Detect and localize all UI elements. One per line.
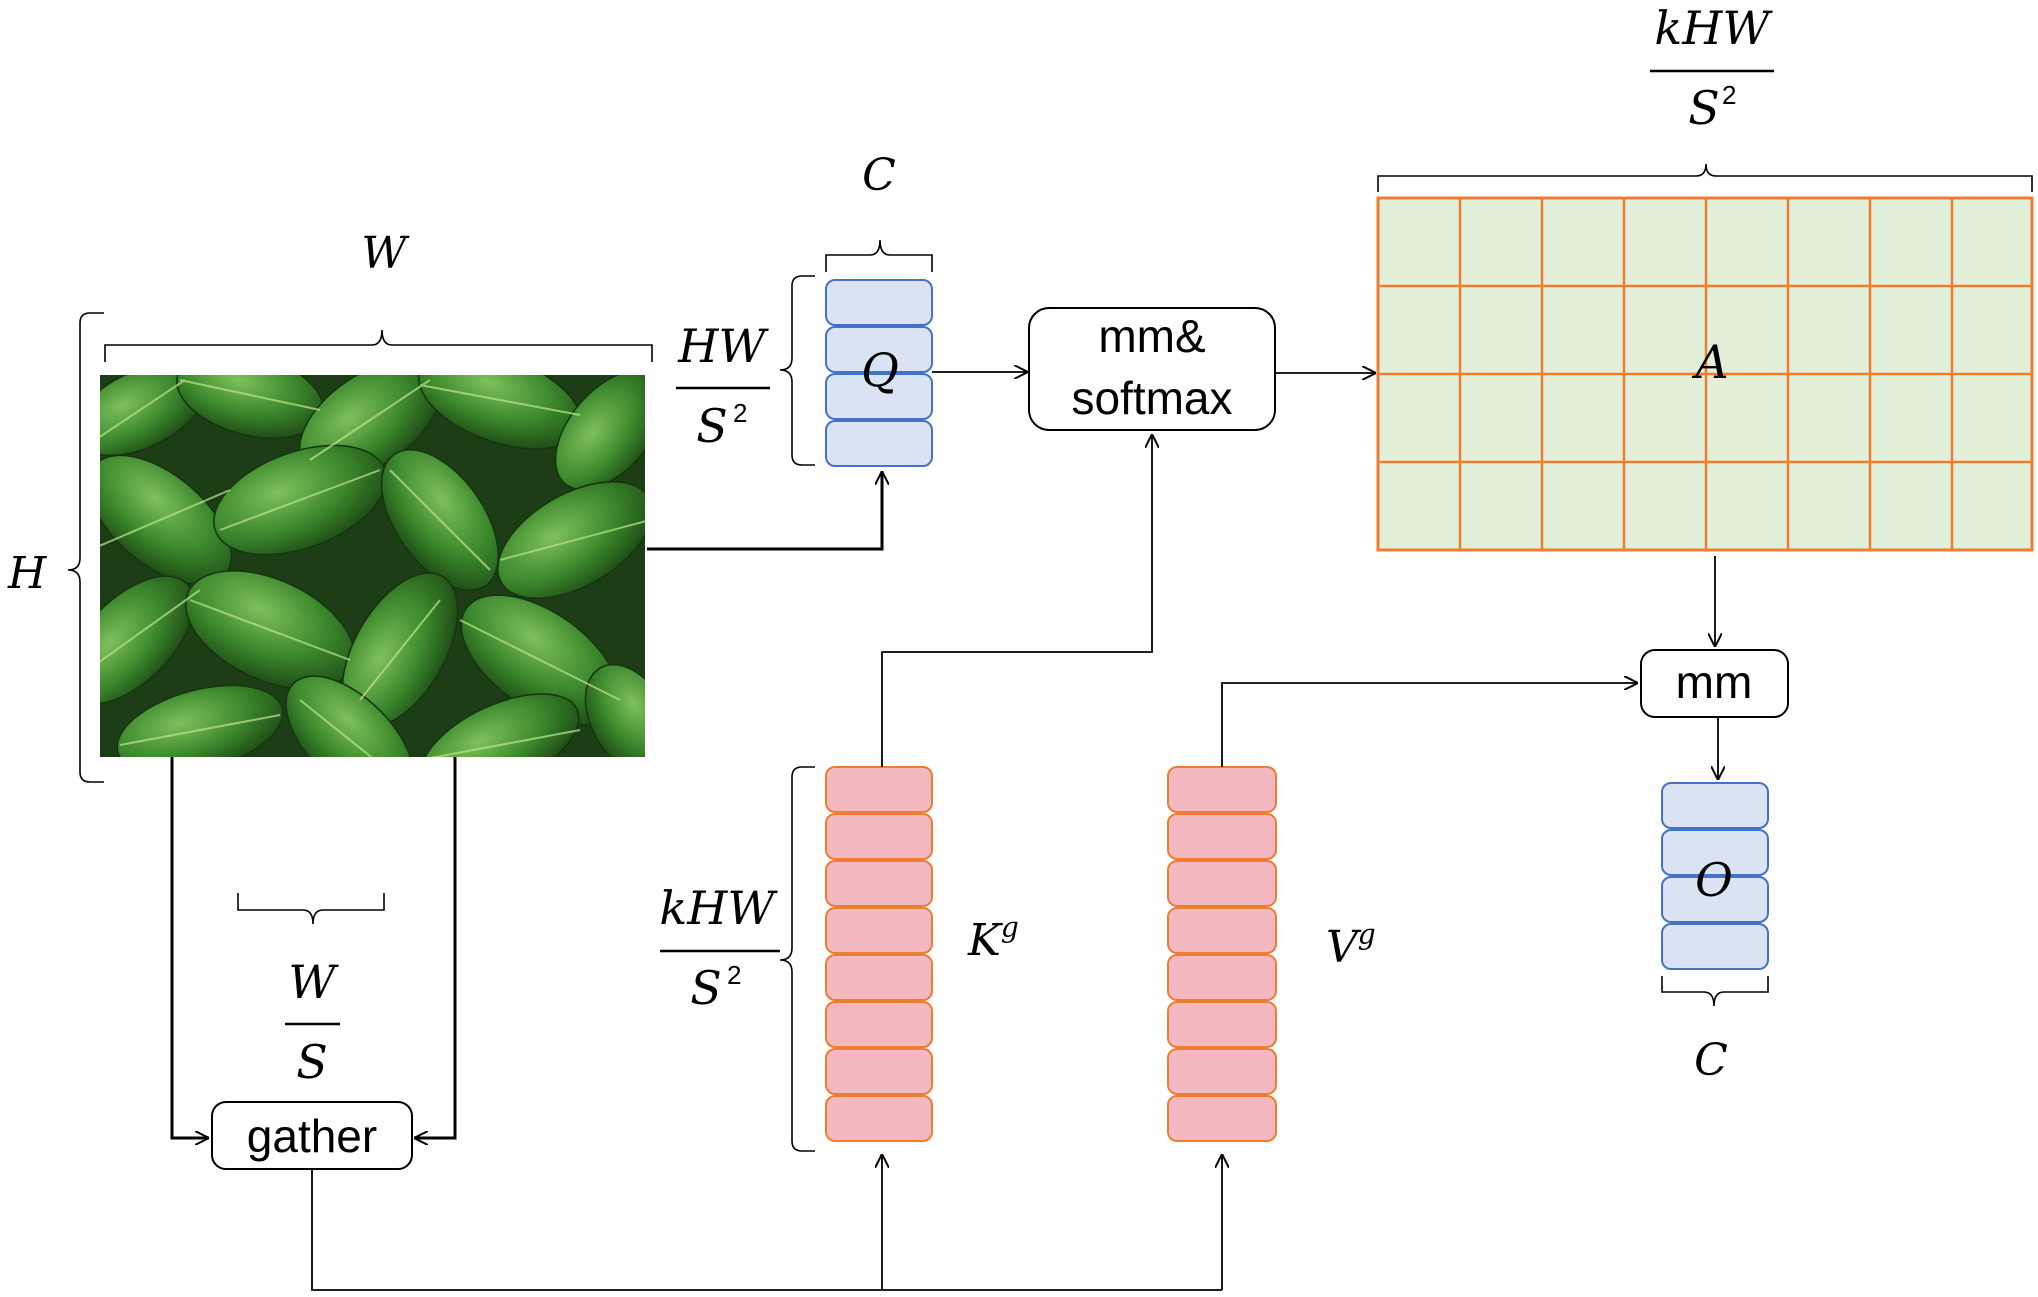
mm-softmax-box <box>1028 307 1276 431</box>
attention-cols-brace <box>1377 163 2033 192</box>
q-rows-brace <box>779 275 815 466</box>
image-height-label: H <box>7 548 48 599</box>
gather-box <box>211 1101 413 1170</box>
attention-matrix <box>1376 196 2034 552</box>
attention-cols-denominator-exp: 2 <box>1722 80 1736 110</box>
q-rows-numerator: HW <box>677 319 769 373</box>
k-rows-denominator-exp: 2 <box>727 960 741 990</box>
image-to-q-line <box>647 471 882 551</box>
gather-width-brace <box>237 893 385 925</box>
mm-softmax-line2: softmax <box>1071 372 1232 424</box>
o-channel-brace <box>1661 976 1769 1007</box>
gather-label: gather <box>247 1110 377 1162</box>
q-channel-label: C <box>862 150 896 201</box>
attention-label: A <box>1691 335 1728 389</box>
leaves-photo-icon <box>100 375 645 757</box>
k-rows-brace <box>779 766 815 1152</box>
gather-width-denominator: S <box>296 1035 328 1089</box>
width-brace <box>104 329 653 362</box>
query-block <box>825 279 933 467</box>
image-to-gather-right <box>414 757 457 1138</box>
image-width-label: W <box>361 228 410 279</box>
height-brace <box>67 312 104 783</box>
k-rows-numerator: kHW <box>659 881 778 935</box>
key-label-main: K <box>967 915 1003 966</box>
mm-softmax-line1: mm& <box>1098 310 1205 362</box>
key-label: Kg <box>967 911 1019 966</box>
q-rows-denominator: S <box>696 399 728 453</box>
attention-cols-denominator: S <box>1688 81 1720 135</box>
mm-box <box>1640 649 1789 718</box>
q-rows-denominator-exp: 2 <box>733 398 747 428</box>
o-channel-label: C <box>1694 1035 1728 1086</box>
key-block <box>825 766 933 1142</box>
value-label-main: V <box>1326 922 1362 973</box>
value-label: Vg <box>1326 918 1376 973</box>
k-rows-denominator: S <box>690 961 722 1015</box>
attention-cols-numerator: kHW <box>1654 1 1773 55</box>
gather-bottom-line <box>311 1170 1222 1291</box>
v-to-mm-line <box>1221 683 1638 767</box>
value-block <box>1167 766 1277 1142</box>
key-label-sup: g <box>1001 911 1019 944</box>
query-label: Q <box>861 343 899 397</box>
q-channel-brace <box>825 239 933 272</box>
k-to-softmax-line <box>881 434 1152 767</box>
value-label-sup: g <box>1358 918 1376 951</box>
output-label: O <box>1695 853 1733 907</box>
image-to-gather-left <box>170 757 209 1138</box>
mm-label: mm <box>1676 656 1753 708</box>
gather-width-numerator: W <box>288 955 339 1009</box>
output-block <box>1661 782 1769 970</box>
